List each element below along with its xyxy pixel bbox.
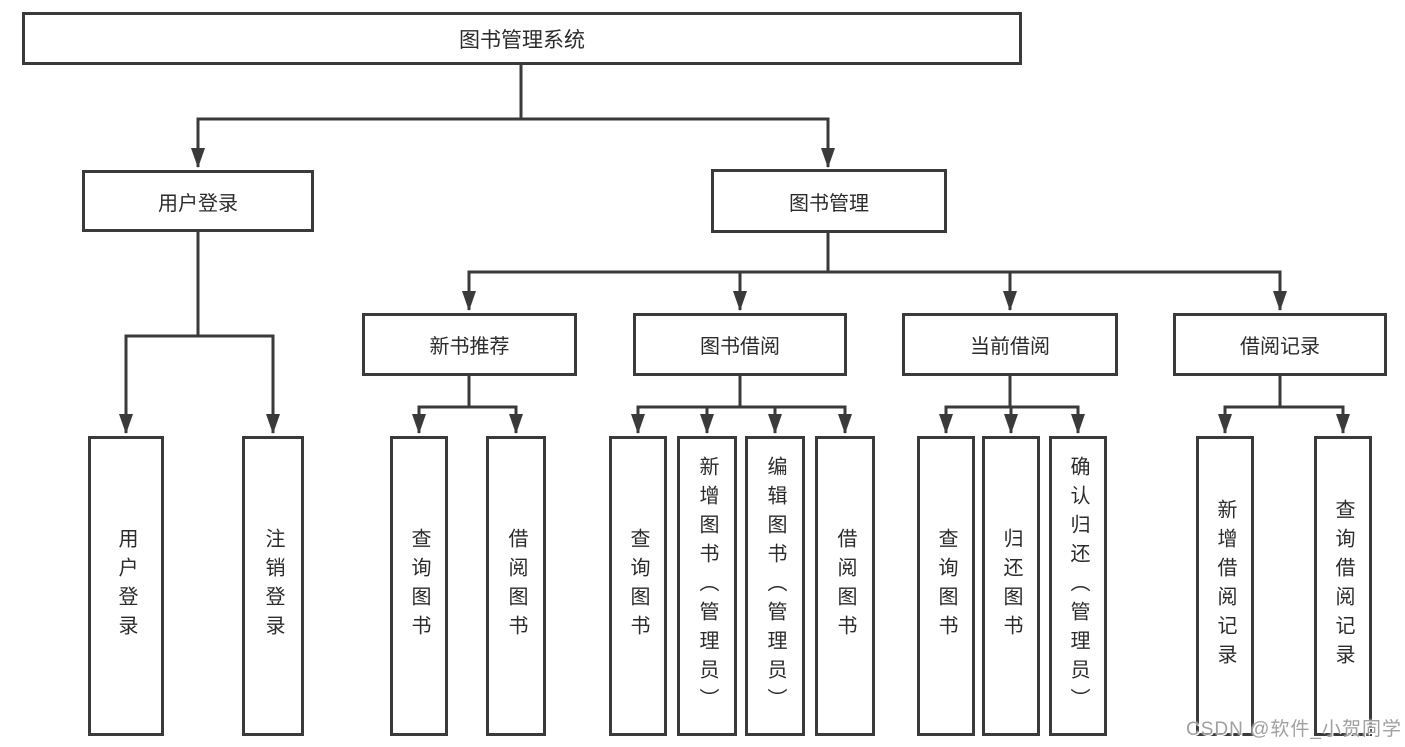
- node-label: 确认归还（管理员）: [1067, 455, 1089, 717]
- node-label: 查询图书: [408, 528, 430, 644]
- leaf-return-books: 归还图书: [982, 436, 1040, 736]
- node-library-system: 图书管理系统: [22, 12, 1022, 65]
- node-borrowing-records: 借阅记录: [1173, 313, 1387, 376]
- leaf-add-borrow-record: 新增借阅记录: [1196, 436, 1254, 736]
- leaf-confirm-return-admin: 确认归还（管理员）: [1049, 436, 1107, 736]
- leaf-borrow-books-recommend: 借阅图书: [486, 436, 546, 736]
- node-label: 图书管理: [789, 192, 869, 215]
- node-label: 新书推荐: [429, 336, 510, 358]
- node-label: 查询图书: [935, 528, 957, 644]
- node-book-management: 图书管理: [711, 169, 947, 233]
- node-label: 当前借阅: [970, 336, 1050, 358]
- leaf-query-books-current: 查询图书: [917, 436, 975, 736]
- csdn-watermark: CSDN @软件_小贺同学: [1186, 719, 1402, 740]
- leaf-edit-books-admin: 编辑图书（管理员）: [745, 436, 805, 736]
- node-label: 借阅图书: [505, 528, 527, 644]
- node-label: 编辑图书（管理员）: [764, 455, 786, 717]
- node-new-book-recommendation: 新书推荐: [362, 313, 577, 376]
- leaf-query-books-borrow: 查询图书: [609, 436, 667, 736]
- leaf-query-borrow-record: 查询借阅记录: [1314, 436, 1372, 736]
- node-user-login: 用户登录: [82, 170, 314, 232]
- node-label: 查询借阅记录: [1332, 499, 1354, 673]
- node-label: 归还图书: [1000, 528, 1022, 644]
- leaf-query-books-recommend: 查询图书: [390, 436, 448, 736]
- node-label: 新增借阅记录: [1214, 499, 1236, 673]
- node-label: 注销登录: [262, 528, 284, 644]
- leaf-borrow-books: 借阅图书: [815, 436, 875, 736]
- node-label: 用户登录: [158, 192, 238, 215]
- node-label: 借阅记录: [1240, 336, 1320, 358]
- node-label: 新增图书（管理员）: [696, 455, 718, 717]
- node-label: 图书管理系统: [459, 28, 585, 52]
- node-current-borrowing: 当前借阅: [902, 313, 1118, 376]
- leaf-add-books-admin: 新增图书（管理员）: [677, 436, 737, 736]
- node-book-borrowing: 图书借阅: [633, 313, 847, 376]
- node-label: 图书借阅: [700, 336, 780, 358]
- node-label: 用户登录: [115, 528, 137, 644]
- node-label: 借阅图书: [834, 528, 856, 644]
- node-label: 查询图书: [627, 528, 649, 644]
- leaf-logout: 注销登录: [242, 436, 304, 736]
- leaf-user-login: 用户登录: [88, 436, 164, 736]
